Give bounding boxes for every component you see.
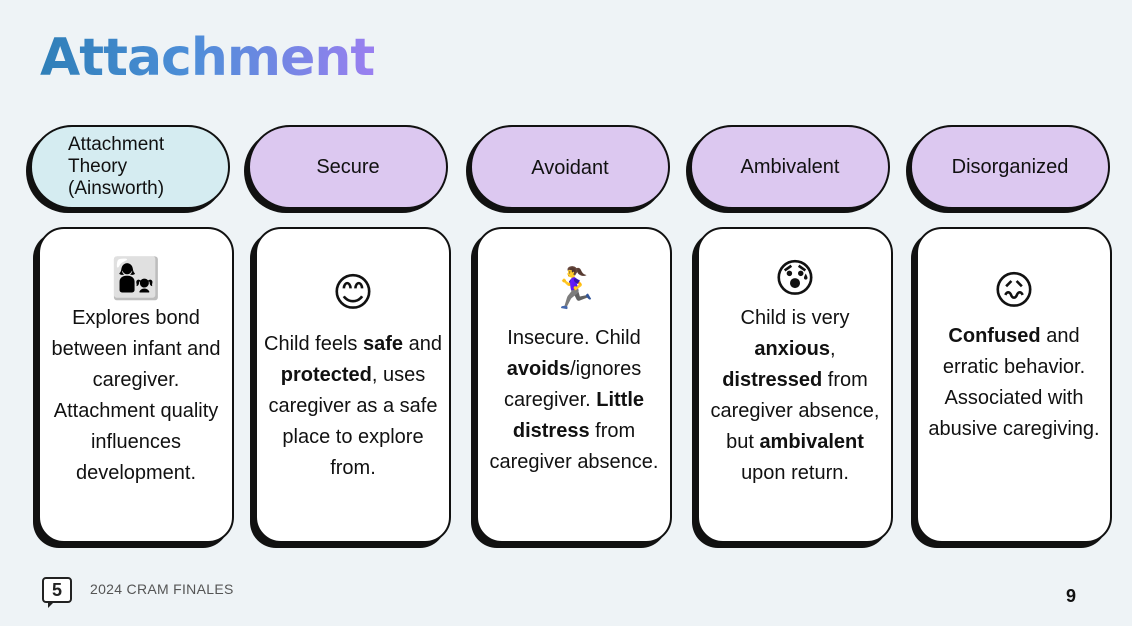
slide-title: Attachment — [40, 28, 375, 88]
header-pill-secure: Secure — [248, 125, 448, 209]
confounded-face-icon: 😖 — [993, 268, 1035, 314]
card-text: Confused and erratic behavior. Associate… — [928, 325, 1100, 440]
card-text: Child is very anxious, distressed from c… — [710, 307, 880, 484]
card-disorganized: 😖 Confused and erratic behavior. Associa… — [916, 227, 1112, 543]
card-theory: 👩‍👧 Explores bond between infant and car… — [38, 227, 234, 543]
card-text: Child feels safe and protected, uses car… — [264, 333, 442, 479]
page-number: 9 — [1066, 586, 1077, 606]
header-label: Attachment Theory (Ainsworth) — [68, 134, 165, 199]
card-text: Insecure. Child avoids/ignores caregiver… — [489, 327, 659, 473]
header-pill-theory: Attachment Theory (Ainsworth) — [30, 125, 230, 209]
woman-running-icon: 🏃‍♀️ — [549, 266, 599, 312]
header-label: Avoidant — [531, 157, 609, 179]
smiling-face-icon: 😊 — [332, 270, 374, 316]
anxious-face-with-sweat-icon: 😰 — [774, 256, 816, 302]
footer-text: 2024 CRAM FINALES — [90, 581, 234, 597]
brand-logo-icon: 5 — [42, 577, 72, 608]
header-pill-avoidant: Avoidant — [470, 125, 670, 209]
card-text: Explores bond between infant and caregiv… — [51, 307, 221, 484]
card-ambivalent: 😰 Child is very anxious, distressed from… — [697, 227, 893, 543]
header-label: Ambivalent — [740, 155, 840, 178]
card-secure: 😊 Child feels safe and protected, uses c… — [255, 227, 451, 543]
header-label: Secure — [316, 155, 380, 178]
header-pill-disorganized: Disorganized — [910, 125, 1110, 209]
header-label: Disorganized — [951, 155, 1069, 178]
woman-and-child-icon: 👩‍👧 — [111, 256, 161, 302]
card-avoidant: 🏃‍♀️ Insecure. Child avoids/ignores care… — [476, 227, 672, 543]
header-pill-ambivalent: Ambivalent — [690, 125, 890, 209]
